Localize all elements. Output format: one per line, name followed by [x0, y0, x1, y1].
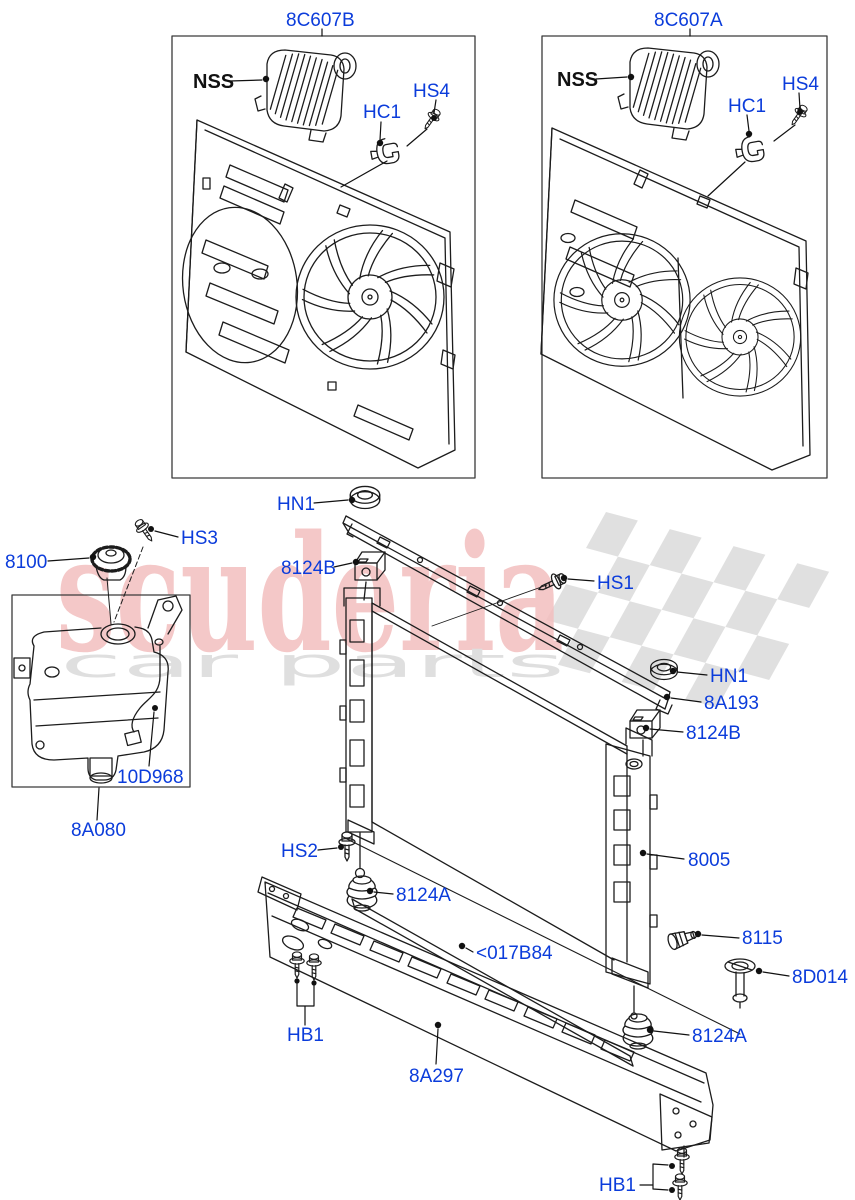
label-cap-8100: 8100	[5, 552, 47, 573]
watermark-brand-text: scuderia	[56, 500, 564, 688]
fan-shroud-a-box	[541, 35, 828, 479]
label-fan-shroud-a: 8C607A	[654, 10, 723, 31]
hs1-pointer-line	[431, 584, 548, 627]
expansion-tank-drawing	[13, 595, 183, 784]
label-hc1-b: HC1	[363, 102, 401, 123]
label-plug-8115: 8115	[742, 928, 783, 949]
label-mount-8124b-left: 8124B	[281, 558, 336, 579]
fan-shroud-dual-drawing	[540, 127, 811, 471]
label-hs2: HS2	[281, 841, 318, 862]
mount-8124a-left-drawing	[346, 875, 378, 912]
label-fan-shroud-b: 8C607B	[286, 10, 355, 31]
label-hs1: HS1	[597, 573, 634, 594]
nss-module-a-drawing	[617, 46, 720, 141]
label-radiator-8005: 8005	[688, 850, 730, 871]
drain-cock-drawing	[724, 958, 756, 1009]
label-expansion-tank-8a080: 8A080	[71, 820, 126, 841]
label-hs4-b: HS4	[413, 81, 450, 102]
lower-crossmember-drawing	[257, 876, 714, 1158]
nss-module-b-drawing	[254, 48, 357, 143]
label-air-deflector-017b84: <017B84	[476, 943, 553, 964]
fan-shroud-single-drawing	[181, 119, 456, 469]
label-hb1-right: HB1	[599, 1175, 636, 1196]
mount-8124b-right-drawing	[629, 709, 661, 739]
label-top-rail-8a193: 8A193	[704, 693, 759, 714]
hc1-clip-a-drawing	[733, 134, 766, 165]
label-hn1-right: HN1	[710, 666, 748, 687]
label-drain-cock-8d014: 8D014	[792, 967, 848, 988]
air-deflector-drawing	[351, 898, 634, 1067]
label-bleed-hose-10d968: 10D968	[117, 767, 184, 788]
upper-rail-drawing	[342, 515, 673, 715]
label-mount-8124a-left: 8124A	[396, 885, 451, 906]
label-mount-8124b-right: 8124B	[686, 723, 741, 744]
mount-8124b-left-pin	[363, 581, 367, 601]
label-hn1-top: HN1	[277, 494, 315, 515]
label-hc1-a: HC1	[728, 96, 766, 117]
radiator-lower-edge-line	[344, 837, 741, 1035]
checkered-flag-watermark	[546, 512, 830, 708]
bleed-hose-drawing	[124, 638, 164, 747]
label-hs3: HS3	[181, 528, 218, 549]
hc1-clip-b-drawing	[368, 136, 401, 167]
radiator-drawing	[339, 587, 658, 1020]
label-lower-crossmember-8a297: 8A297	[409, 1066, 464, 1087]
label-hs4-a: HS4	[782, 74, 819, 95]
label-mount-8124a-right: 8124A	[692, 1026, 747, 1047]
callout-labels: 8C607B 8C607A NSS HC1 HS4 NSS HC1 HS4 HN…	[5, 10, 848, 1196]
fan-shroud-b-box	[171, 35, 476, 479]
label-nss-a: NSS	[557, 69, 598, 91]
leader-lines	[47, 28, 801, 1191]
label-hb1-left: HB1	[287, 1025, 324, 1046]
hb1-bolt-left-1-drawing	[289, 951, 305, 979]
hb1-bolt-right-2-drawing	[672, 1173, 688, 1200]
leader-dots	[89, 73, 803, 1193]
hs4-screw-a-drawing	[786, 102, 811, 129]
hs3-guide-line	[113, 546, 144, 623]
hb1-bolt-right-1-drawing	[674, 1147, 690, 1175]
line-art	[11, 35, 828, 1200]
watermark-tagline-text: car parts	[60, 641, 565, 687]
watermark: scuderia car parts	[56, 500, 830, 708]
label-nss-b: NSS	[193, 71, 234, 93]
plug-8115-drawing	[665, 925, 700, 952]
expansion-tank-box	[11, 594, 191, 788]
